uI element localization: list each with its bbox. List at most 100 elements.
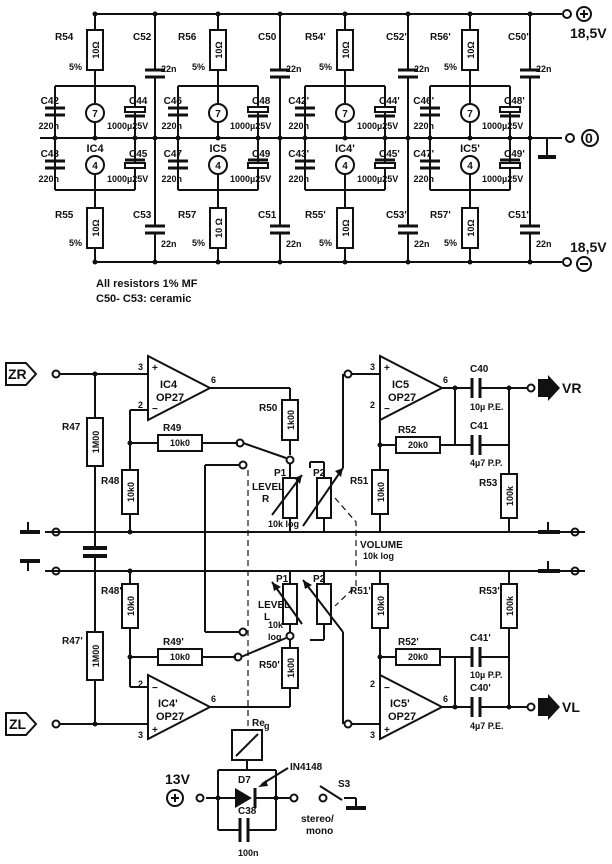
opamp-ic5p <box>379 673 445 741</box>
svg-text:−: − <box>152 683 158 694</box>
dec-cd-label: C45' <box>379 149 400 160</box>
dec-ic-label: IC4 <box>86 143 104 155</box>
ceramic-bot-label: C51 <box>258 210 277 221</box>
output-vl-label: VL <box>562 699 580 715</box>
volume-label: VOLUME <box>360 540 403 551</box>
ceramic-bot-value: 22n <box>161 239 177 249</box>
r49-value: 10k0 <box>170 438 190 448</box>
dec-cap-electrolytic <box>247 106 269 113</box>
notes: All resistors 1% MF C50- C53: ceramic <box>96 278 198 305</box>
dec-cc-value: 220n <box>38 174 59 184</box>
diode-d7 <box>235 788 252 808</box>
ceramic-bot-value: 22n <box>286 239 302 249</box>
decoupling-section: 18,5V 0 18,5V <box>40 6 607 272</box>
dec-cb-label: C44' <box>379 96 400 107</box>
ceramic-top-value: 22n <box>414 64 430 74</box>
dec-r-bot-label: R55 <box>55 210 74 221</box>
dec-r-top-tol: 5% <box>319 62 332 72</box>
s3-text1: stereo/ <box>301 814 334 825</box>
dec-r-top-tol: 5% <box>69 62 82 72</box>
dec-ca-label: C42' <box>288 96 309 107</box>
supply-13v-label: 13V <box>165 771 191 787</box>
ic4-name: IC4 <box>160 379 178 391</box>
dec-pin-bot-num: 4 <box>467 161 473 172</box>
note-ceramic: C50- C53: ceramic <box>96 293 191 305</box>
dec-cc-label: C43 <box>41 149 60 160</box>
r52-label: R52 <box>398 425 417 436</box>
dec-cc-value: 220n <box>413 174 434 184</box>
r52-value: 20k0 <box>408 440 428 450</box>
r48-label: R48 <box>101 476 120 487</box>
opamp-ic4p <box>147 673 213 741</box>
dec-cap-electrolytic <box>247 162 269 169</box>
ic4p-pin2: 2 <box>138 679 143 689</box>
p1-l-label: P1 <box>276 574 289 585</box>
dec-cap-electrolytic <box>499 106 521 113</box>
dec-cb-value: 1000µ25V <box>230 121 271 131</box>
dec-pin-bot-num: 4 <box>92 161 98 172</box>
dec-cb-value: 1000µ25V <box>107 121 148 131</box>
switch-l <box>240 637 287 658</box>
ic4p-pin6: 6 <box>211 694 216 704</box>
dec-r-bot-value: 10Ω <box>466 219 476 236</box>
ic4p-type: OP27 <box>156 711 184 723</box>
supply-gnd-label: 0 <box>585 130 593 146</box>
ground-buses <box>20 522 585 576</box>
ceramic-top-label: C50' <box>508 32 529 43</box>
dec-cap-electrolytic <box>124 162 146 169</box>
r49p-value: 10k0 <box>170 652 190 662</box>
switch-s3 <box>319 785 343 801</box>
dec-r-top-value: 10Ω <box>341 41 351 58</box>
p2-l <box>316 583 332 625</box>
dec-r-top-tol: 5% <box>444 62 457 72</box>
dec-cd-label: C49 <box>252 149 271 160</box>
dec-cc-label: C43' <box>288 149 309 160</box>
ceramic-top-value: 22n <box>161 64 177 74</box>
ceramic-top-value: 22n <box>536 64 552 74</box>
c41-value: 4µ7 P.P. <box>470 458 502 468</box>
p1-l-value2: log <box>268 632 282 642</box>
r49p-label: R49' <box>163 637 184 648</box>
dec-ca-label: C46 <box>164 96 183 107</box>
terminal-negative: 18,5V <box>562 239 607 272</box>
level-r-label: LEVEL <box>252 482 284 493</box>
level-l-label: LEVEL <box>258 600 290 611</box>
ceramic-top-label: C50 <box>258 32 277 43</box>
dec-ca-value: 220n <box>288 121 309 131</box>
ic5-type: OP27 <box>388 392 416 404</box>
relay-label-sub: g <box>264 721 270 731</box>
r47p-label: R47' <box>62 636 83 647</box>
dec-ca-label: C42 <box>41 96 60 107</box>
p2-r-label: P2 <box>313 468 326 479</box>
dec-pin-top-num: 7 <box>342 109 348 120</box>
dec-r-bot-tol: 5% <box>192 238 205 248</box>
dec-cd-value: 1000µ25V <box>357 174 398 184</box>
r47-value: 1M00 <box>91 431 101 454</box>
ceramic-top-label: C52 <box>133 32 152 43</box>
left-channel: ZL 1M00 R47' −+ IC4' OP27 2 3 6 10k0 R49… <box>5 568 580 741</box>
opamp-ic4 <box>147 354 213 422</box>
dec-r-bot-tol: 5% <box>444 238 457 248</box>
right-channel: ZR 1M00 R47 +− IC4 OP27 3 2 6 10k0 R49 1… <box>5 354 581 632</box>
dec-ca-value: 220n <box>38 121 59 131</box>
input-zl-arrow <box>5 712 38 736</box>
ic4-pin3: 3 <box>138 362 143 372</box>
output-vr-arrow <box>538 375 560 401</box>
dec-r-top-label: R56' <box>430 32 451 43</box>
supply-neg-label: 18,5V <box>570 239 607 255</box>
dec-cb-value: 1000µ25V <box>357 121 398 131</box>
dec-cb-value: 1000µ25V <box>482 121 523 131</box>
volume-value: 10k log <box>363 551 394 561</box>
c41p-label: C41' <box>470 633 491 644</box>
svg-text:−: − <box>384 683 390 694</box>
dec-cb-label: C44 <box>129 96 148 107</box>
c38-label: C38 <box>238 806 257 817</box>
r51-label: R51 <box>350 476 369 487</box>
c41-label: C41 <box>470 421 489 432</box>
ic4p-name: IC4' <box>158 698 178 710</box>
dec-ca-label: C46' <box>413 96 434 107</box>
input-zl-label: ZL <box>9 716 27 732</box>
dec-cc-value: 220n <box>288 174 309 184</box>
dec-r-top-label: R54' <box>305 32 326 43</box>
c38-value: 100n <box>238 848 259 858</box>
